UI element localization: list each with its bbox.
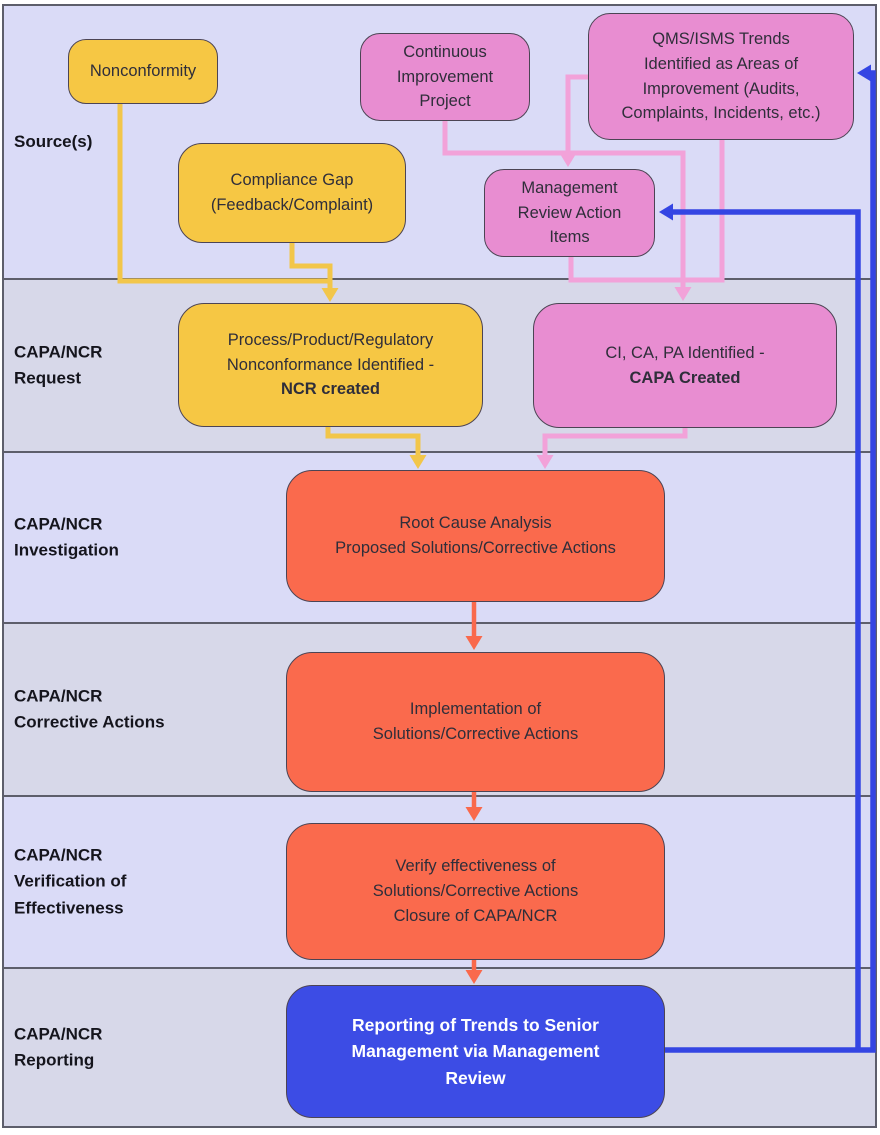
arrowhead-into-qms (857, 64, 871, 82)
connector-compliance-gap-to-ncr (289, 242, 333, 295)
node-ncr-created-bold-text: NCR created (280, 380, 381, 399)
node-compliance-gap: Compliance Gap(Feedback/Complaint) (178, 143, 406, 243)
node-capa-created-bold-text: CAPA Created (629, 368, 741, 387)
arrowhead-into-implementation (465, 636, 483, 650)
arrowhead-into-ncr (321, 288, 339, 302)
arrowhead-into-verify (465, 807, 483, 821)
node-capa-created: CI, CA, PA Identified - CAPA Created (533, 303, 837, 428)
connector-reporting-to-qms (665, 70, 876, 1053)
node-nonconformity-text: Nonconformity (89, 62, 197, 81)
arrowhead-into-management-review (559, 153, 577, 167)
arrowhead-into-capa-created (674, 287, 692, 301)
lane-label-sources: Source(s) (14, 131, 93, 151)
connector-capa-to-root-cause (542, 428, 688, 461)
arrowhead-ncr-into-root-cause (409, 455, 427, 469)
arrowhead-capa-into-root-cause (536, 455, 554, 469)
connector-reporting-to-management-review (669, 209, 861, 1050)
arrowhead-into-reporting (465, 970, 483, 984)
arrowhead-blue-into-management-review (659, 203, 673, 221)
connector-ncr-to-root-cause (325, 427, 421, 461)
connector-qms-to-management-review (565, 74, 588, 159)
node-capa-created-text: CI, CA, PA Identified - (605, 343, 765, 362)
connector-management-review-to-capa (568, 255, 683, 283)
node-nonconformity: Nonconformity (68, 39, 218, 104)
connector-qms-to-capa (683, 139, 725, 283)
connector-nonconformity-to-ncr (117, 103, 330, 284)
node-compliance-gap-text: Compliance Gap(Feedback/Complaint) (210, 171, 374, 214)
